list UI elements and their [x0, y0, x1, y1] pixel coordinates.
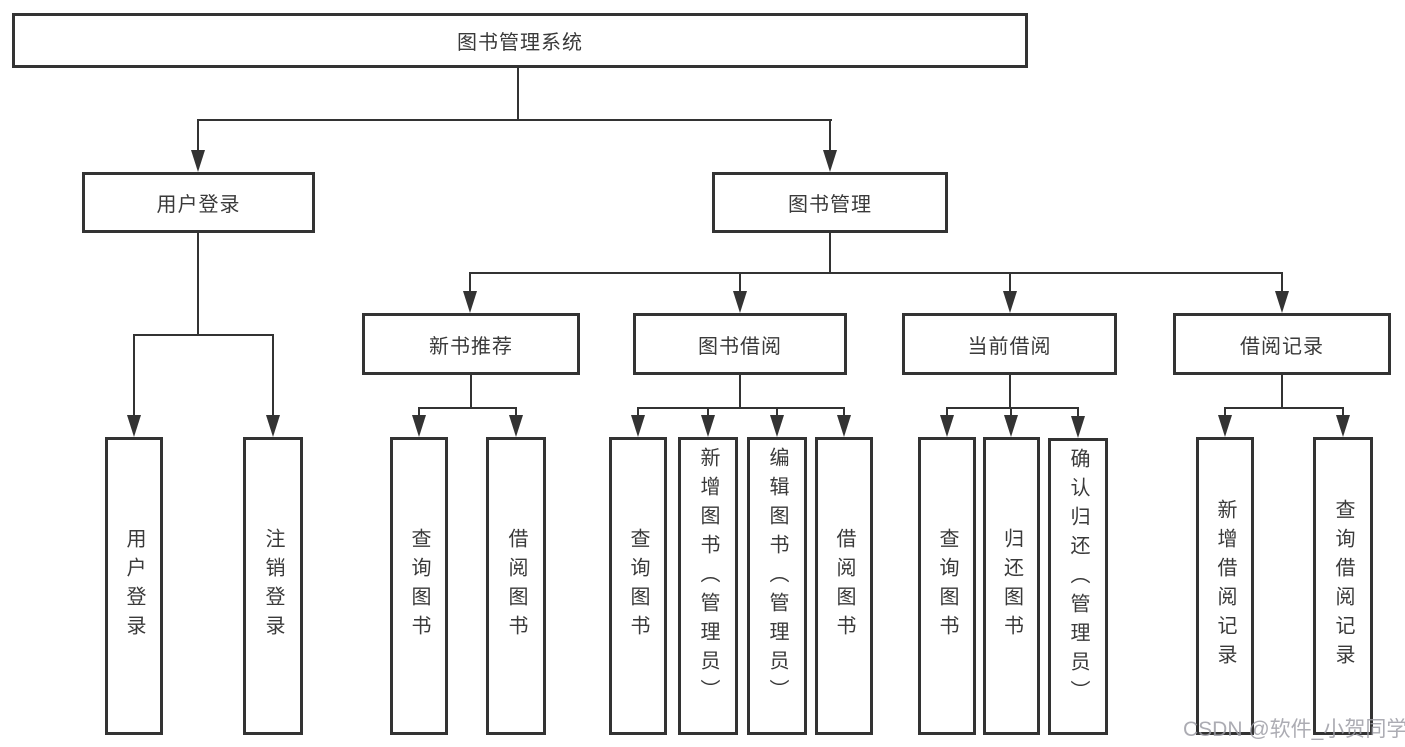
connector-line	[197, 233, 199, 336]
connector-line	[197, 119, 832, 121]
node-leaf-return-books-label: 归还图书	[1000, 528, 1023, 644]
connector-line	[1077, 407, 1079, 417]
node-current-borrow: 当前借阅	[902, 313, 1117, 375]
node-leaf-query-books-3-label: 查询图书	[936, 528, 958, 644]
node-root-label: 图书管理系统	[457, 32, 583, 54]
connector-line	[1224, 407, 1344, 409]
connector-line	[739, 375, 741, 409]
node-book-borrow: 图书借阅	[633, 313, 847, 375]
arrowhead-down	[733, 291, 747, 313]
connector-line	[1224, 407, 1226, 417]
arrowhead-down	[266, 415, 280, 437]
node-new-book-recommend: 新书推荐	[362, 313, 580, 375]
connector-line	[1281, 375, 1283, 409]
connector-line	[829, 119, 831, 151]
node-leaf-query-books-1: 查询图书	[390, 437, 448, 735]
connector-line	[133, 334, 135, 416]
connector-line	[469, 272, 471, 294]
connector-line	[843, 407, 845, 417]
node-leaf-add-books-admin-label: 新增图书（管理员）	[697, 447, 719, 708]
arrowhead-down	[191, 150, 205, 172]
arrowhead-down	[412, 415, 426, 437]
connector-line	[1009, 375, 1011, 409]
arrowhead-down	[1003, 291, 1017, 313]
node-leaf-borrow-books-2: 借阅图书	[815, 437, 873, 735]
connector-line	[637, 407, 639, 417]
connector-line	[272, 334, 274, 416]
connector-line	[776, 407, 778, 417]
node-leaf-user-login-label: 用户登录	[123, 528, 145, 644]
connector-line	[515, 407, 517, 417]
arrowhead-down	[631, 415, 645, 437]
node-leaf-borrow-books-1-label: 借阅图书	[505, 528, 527, 644]
connector-line	[418, 407, 517, 409]
arrowhead-down	[1275, 291, 1289, 313]
node-leaf-query-books-1-label: 查询图书	[408, 528, 430, 644]
connector-line	[133, 334, 274, 336]
arrowhead-down	[127, 415, 141, 437]
connector-line	[1010, 407, 1012, 417]
arrowhead-down	[940, 415, 954, 437]
arrowhead-down	[770, 415, 784, 437]
node-book-borrow-label: 图书借阅	[698, 335, 782, 358]
node-leaf-borrow-books-2-label: 借阅图书	[833, 528, 855, 644]
arrowhead-down	[701, 415, 715, 437]
node-leaf-add-borrow-record-label: 新增借阅记录	[1214, 499, 1236, 673]
node-leaf-query-borrow-record-label: 查询借阅记录	[1332, 499, 1354, 673]
node-leaf-confirm-return-admin: 确认归还（管理员）	[1048, 438, 1108, 735]
connector-line	[1342, 407, 1344, 417]
node-current-borrow-label: 当前借阅	[967, 335, 1052, 358]
node-leaf-query-borrow-record: 查询借阅记录	[1313, 437, 1373, 735]
connector-line	[707, 407, 709, 417]
connector-line	[1281, 272, 1283, 294]
node-new-book-recommend-label: 新书推荐	[429, 335, 513, 358]
connector-line	[517, 68, 519, 120]
node-leaf-edit-books-admin: 编辑图书（管理员）	[747, 437, 807, 735]
arrowhead-down	[1336, 415, 1350, 437]
node-book-management-label: 图书管理	[788, 194, 872, 216]
node-leaf-borrow-books-1: 借阅图书	[486, 437, 546, 735]
node-leaf-logout: 注销登录	[243, 437, 303, 735]
node-leaf-query-books-3: 查询图书	[918, 437, 976, 735]
arrowhead-down	[509, 415, 523, 437]
csdn-watermark: CSDN @软件_小贺同学	[1183, 718, 1405, 741]
node-leaf-query-books-2: 查询图书	[609, 437, 667, 735]
connector-line	[469, 272, 1283, 274]
node-user-login-label: 用户登录	[156, 194, 241, 216]
arrowhead-down	[823, 150, 837, 172]
arrowhead-down	[1071, 416, 1085, 438]
arrowhead-down	[1004, 415, 1018, 437]
arrowhead-down	[1218, 415, 1232, 437]
connector-line	[829, 233, 831, 273]
connector-line	[1009, 272, 1011, 294]
node-book-management: 图书管理	[712, 172, 948, 233]
connector-line	[946, 407, 1079, 409]
connector-line	[739, 272, 741, 294]
connector-line	[197, 119, 199, 151]
arrowhead-down	[837, 415, 851, 437]
node-leaf-logout-label: 注销登录	[262, 528, 284, 644]
node-root: 图书管理系统	[12, 13, 1028, 68]
node-leaf-confirm-return-admin-label: 确认归还（管理员）	[1067, 448, 1089, 709]
node-leaf-return-books: 归还图书	[983, 437, 1040, 735]
connector-line	[637, 407, 845, 409]
node-borrow-records-label: 借阅记录	[1240, 335, 1324, 358]
node-borrow-records: 借阅记录	[1173, 313, 1391, 375]
node-leaf-add-books-admin: 新增图书（管理员）	[678, 437, 738, 735]
node-leaf-edit-books-admin-label: 编辑图书（管理员）	[766, 447, 788, 708]
node-user-login: 用户登录	[82, 172, 315, 233]
connector-line	[946, 407, 948, 417]
arrowhead-down	[463, 291, 477, 313]
connector-line	[470, 375, 472, 409]
node-leaf-user-login: 用户登录	[105, 437, 163, 735]
connector-line	[418, 407, 420, 417]
node-leaf-add-borrow-record: 新增借阅记录	[1196, 437, 1254, 735]
node-leaf-query-books-2-label: 查询图书	[627, 528, 649, 644]
